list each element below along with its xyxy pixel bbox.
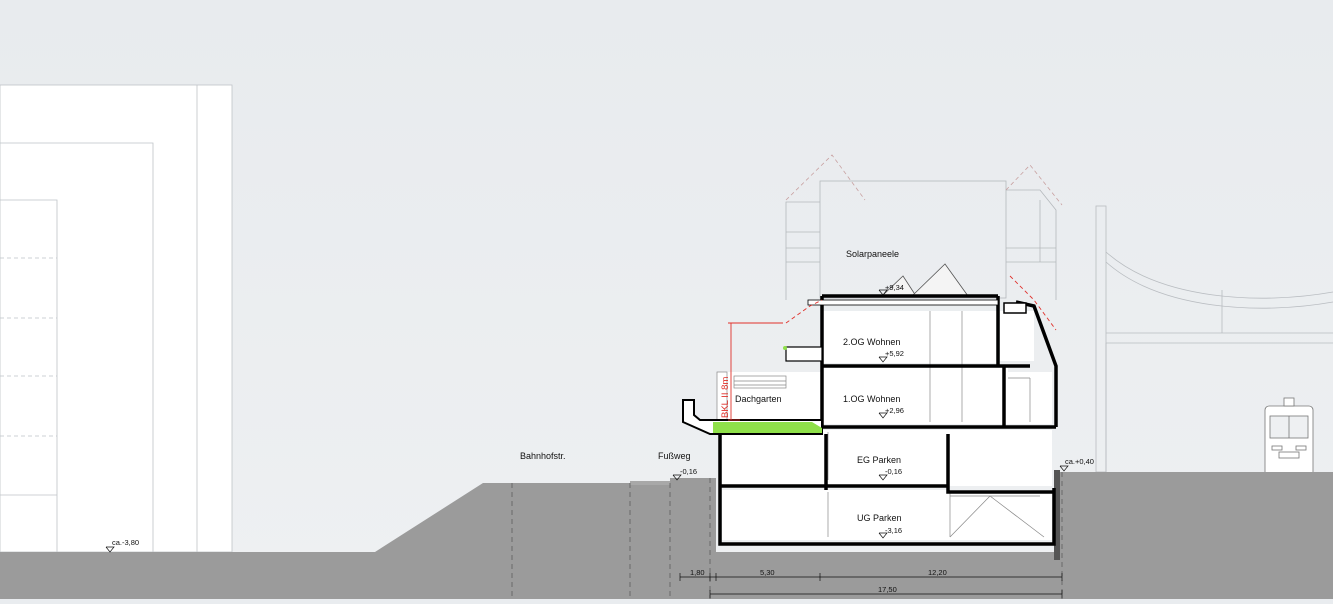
roof-rooflight bbox=[1003, 302, 1027, 314]
building-interior-lines bbox=[716, 311, 1045, 538]
solar-panels bbox=[881, 263, 969, 297]
dimension-2: 5,30 bbox=[760, 568, 775, 577]
building-floor-fills bbox=[717, 311, 1052, 540]
solar-panel-label: Solarpaneele bbox=[846, 249, 899, 259]
level-eg: -0,16 bbox=[885, 467, 902, 476]
height-limit-label: BKL II 8m bbox=[720, 377, 731, 418]
green-roof bbox=[713, 422, 822, 433]
dimension-total: 17,50 bbox=[878, 585, 897, 594]
room-label-og2: 2.OG Wohnen bbox=[843, 337, 900, 347]
height-limit-lines bbox=[728, 275, 1057, 421]
background-building-outline bbox=[785, 154, 1063, 300]
green-marker bbox=[783, 346, 787, 350]
room-label-eg: EG Parken bbox=[857, 455, 901, 465]
level-ug: -3,16 bbox=[885, 526, 902, 535]
dimension-lines bbox=[679, 573, 1063, 598]
room-label-ug: UG Parken bbox=[857, 513, 902, 523]
level-rail: ca.+0,40 bbox=[1065, 457, 1094, 466]
footpath-label: Fußweg bbox=[658, 451, 691, 461]
train-icon bbox=[1264, 397, 1314, 477]
street-label: Bahnhofstr. bbox=[520, 451, 566, 461]
balcony-slab bbox=[785, 346, 823, 362]
dimension-3: 12,20 bbox=[928, 568, 947, 577]
dimension-1: 1,80 bbox=[690, 568, 705, 577]
left-neighbour-building bbox=[0, 84, 233, 553]
level-roof: +9,34 bbox=[885, 283, 904, 292]
sidewalk-step bbox=[630, 481, 670, 485]
retaining-wall-right bbox=[1054, 470, 1060, 560]
level-og2: +5,92 bbox=[885, 349, 904, 358]
roof-parapet bbox=[807, 299, 999, 306]
railway-overhead-structure bbox=[1095, 205, 1333, 473]
level-footpath: -0,16 bbox=[680, 467, 697, 476]
level-street-left: ca.-3,80 bbox=[112, 538, 139, 547]
room-label-og1: 1.OG Wohnen bbox=[843, 394, 900, 404]
level-markers bbox=[105, 289, 1069, 553]
ground-terrain bbox=[0, 472, 1333, 599]
level-og1: +2,96 bbox=[885, 406, 904, 415]
room-label-roof-garden: Dachgarten bbox=[735, 394, 782, 404]
